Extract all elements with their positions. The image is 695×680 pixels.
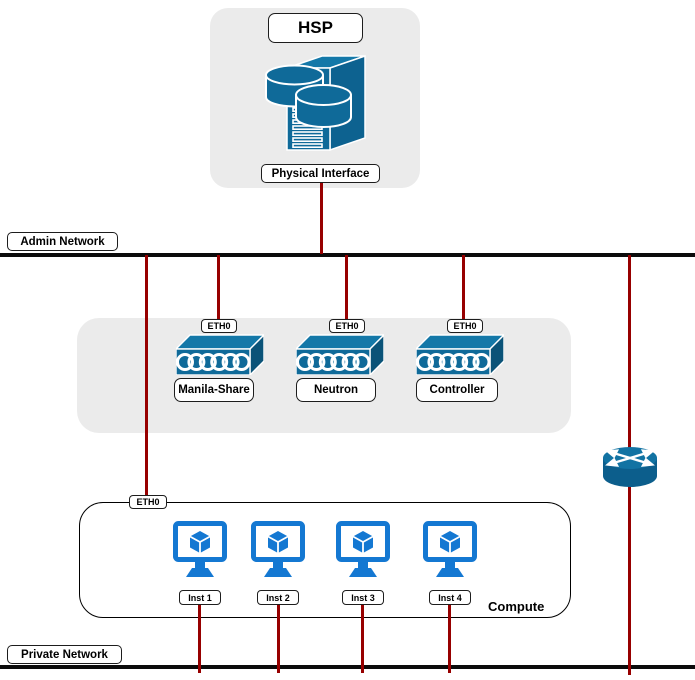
compute-eth0-label: ETH0 [129, 495, 167, 509]
connection-line-admin-manila [217, 255, 220, 321]
instance-label: Inst 3 [342, 590, 384, 605]
connection-line-inst1-private [198, 604, 201, 673]
vm-monitor-icon [251, 521, 305, 577]
connection-line-admin-neutron [345, 255, 348, 321]
vm-monitor-icon [173, 521, 227, 577]
switch-name-label-neutron: Neutron [296, 378, 376, 402]
network-switch-icon [176, 334, 264, 375]
connection-line-inst3-private [361, 604, 364, 673]
instance-label: Inst 4 [429, 590, 471, 605]
connection-line-inst4-private [448, 604, 451, 673]
network-switch-icon [296, 334, 384, 375]
eth0-label-controller: ETH0 [447, 319, 483, 333]
instance-label: Inst 2 [257, 590, 299, 605]
connection-line-admin-controller [462, 255, 465, 321]
connection-line-inst2-private [277, 604, 280, 673]
connection-line-admin-compute [145, 255, 148, 495]
switch-name-label-manila: Manila-Share [174, 378, 254, 402]
instance-label: Inst 1 [179, 590, 221, 605]
connection-line-hsp-admin [320, 183, 323, 254]
vm-monitor-icon [423, 521, 477, 577]
eth0-label-neutron: ETH0 [329, 319, 365, 333]
admin-network-label: Admin Network [7, 232, 118, 251]
hsp-title: HSP [268, 13, 363, 43]
switch-name-label-controller: Controller [416, 378, 498, 402]
physical-interface-label: Physical Interface [261, 164, 380, 183]
storage-server-icon [265, 54, 366, 152]
private-network-label: Private Network [7, 645, 122, 664]
router-icon [603, 447, 657, 487]
eth0-label-manila: ETH0 [201, 319, 237, 333]
private-network-line [0, 665, 695, 669]
network-switch-icon [416, 334, 504, 375]
compute-label: Compute [488, 599, 545, 614]
vm-monitor-icon [336, 521, 390, 577]
compute-box [79, 502, 571, 618]
